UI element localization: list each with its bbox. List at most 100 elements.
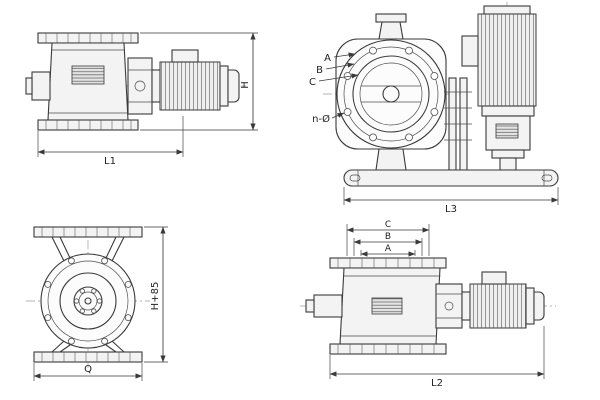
left-bearing-cap-2 (305, 299, 315, 313)
dim-l2-label: L2 (431, 378, 443, 389)
hub-bolt-holes (73, 288, 103, 314)
callout-a: A (324, 52, 356, 64)
bolt-hole (44, 314, 52, 322)
motor-end-ring (219, 65, 229, 107)
body-weld-lines-2 (340, 275, 441, 337)
gearbox-shaft-icon-2 (444, 301, 454, 311)
bolt-hole (369, 46, 377, 55)
outlet-transition-lines (51, 340, 125, 353)
dim-l3: L3 (343, 187, 559, 215)
gearbox (127, 57, 153, 115)
bottom-flange-bolt-ticks (45, 120, 132, 130)
base-slot-right (541, 174, 553, 182)
callout-n-leader (331, 112, 345, 119)
motor-body-front (477, 13, 537, 107)
bore-circle (359, 62, 423, 126)
left-bearing-cap (25, 77, 33, 95)
inlet-transition-lines (51, 236, 125, 262)
support-column (499, 157, 517, 171)
callout-b-leader (325, 62, 355, 70)
housing-bolt-holes (44, 257, 132, 345)
bottom-flange-round-view (33, 351, 143, 363)
dim-l1: L1 (37, 116, 184, 167)
motor-terminal-box-2 (481, 271, 507, 285)
flange-plate (335, 38, 447, 150)
top-flange-bolt-ticks (337, 258, 435, 268)
gearbox-lines (128, 69, 152, 103)
callout-b: B (316, 62, 355, 76)
dim-l3-label: L3 (445, 204, 457, 215)
dim-c-label: C (385, 220, 391, 230)
motor-fan-cover-2 (533, 291, 545, 321)
flange-outer-circle (336, 39, 446, 149)
motor-adapter-2 (461, 291, 471, 321)
housing-rim-circle (47, 260, 129, 342)
dim-l1-label: L1 (104, 156, 116, 167)
dim-h-plus-85: H+85 (144, 226, 168, 363)
bolt-hole (124, 280, 132, 288)
callout-a-leader (333, 52, 356, 58)
base-plate-ticks (357, 170, 545, 186)
top-bracket (378, 21, 404, 40)
gearbox-output-flange (491, 149, 525, 159)
motor-end-ring-2 (525, 287, 535, 325)
motor-fan-cover (227, 69, 240, 103)
bolt-hole (430, 108, 439, 116)
dim-a-label: A (385, 244, 392, 254)
hub-bolt-hole (91, 288, 97, 294)
body-weld-lines (48, 49, 128, 114)
gearbox-2 (435, 283, 463, 329)
nameplate (71, 65, 105, 85)
bolt-circle (343, 46, 439, 142)
hub-bolt-hole (73, 298, 80, 304)
dim-l2: L2 (329, 326, 545, 389)
view-side-drive: C B A L2 (300, 220, 556, 389)
callout-c-leader (318, 73, 359, 82)
callout-c-label: C (309, 77, 316, 88)
shaft-center-circle (84, 297, 92, 305)
callout-bolt-holes: n-Ø (312, 112, 345, 125)
dim-h-label: H (240, 81, 251, 89)
top-flange-bolt-ticks (41, 227, 131, 237)
shaft-circle (382, 85, 400, 103)
bolt-hole (68, 337, 75, 345)
view-front-with-motor: A B C n-Ø L3 (309, 2, 559, 215)
left-bearing-housing-2 (313, 294, 343, 318)
dim-a-top: A (360, 244, 416, 257)
dim-c-top: C (346, 220, 430, 256)
bolt-hole (68, 257, 75, 265)
dim-h85-label: H+85 (150, 282, 161, 311)
bottom-flange-bolt-ticks (337, 344, 435, 354)
dim-h-extension-lines (140, 32, 258, 131)
bolt-hole (124, 314, 132, 322)
dim-q-label: Q (84, 364, 92, 375)
motor-top-cap (483, 5, 531, 15)
callout-b-label: B (316, 65, 323, 76)
bolt-hole (44, 280, 52, 288)
bolt-hole (405, 46, 413, 55)
bolt-hole (430, 72, 439, 80)
top-flange-bolt-ticks (45, 33, 132, 43)
top-flange-side-view (329, 257, 447, 269)
bolt-hole (101, 337, 108, 345)
gearbox-lines-2 (436, 293, 462, 319)
hub-bolt-hole (79, 308, 85, 314)
hub-bolt-hole (96, 298, 103, 304)
motor-body (159, 61, 221, 111)
bolt-hole (343, 108, 352, 116)
top-flange-round-view (33, 226, 143, 238)
dim-b-top: B (353, 232, 423, 256)
motor-adapter (151, 69, 161, 103)
bottom-flange-bolt-ticks (41, 352, 131, 362)
gearbox-shaft-icon (134, 80, 146, 92)
inlet-circle (352, 55, 430, 133)
view-side-elevation: L1 H (25, 32, 258, 167)
bottom-flange (37, 119, 139, 131)
bottom-bracket (375, 148, 407, 171)
callout-c: C (309, 73, 359, 88)
hub-bolt-hole (79, 288, 85, 294)
bracket-bolts (444, 91, 472, 141)
callout-n-label: n-Ø (312, 113, 330, 125)
